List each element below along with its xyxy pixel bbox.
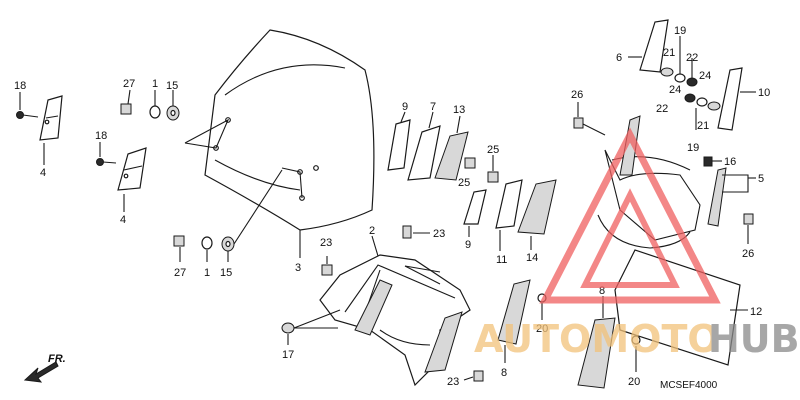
callout: 15 (166, 80, 178, 92)
watermark-triangle-icon (539, 127, 721, 304)
callout: 1 (204, 267, 210, 279)
callout: 24 (669, 84, 681, 96)
callout: 22 (686, 52, 698, 64)
callout: 20 (536, 323, 548, 335)
side-bracket-lower (117, 147, 147, 191)
callout: 13 (453, 104, 465, 116)
callout: 23 (447, 376, 459, 388)
callout: 24 (699, 70, 711, 82)
callout: 17 (282, 349, 294, 361)
watermark-text-right: HUB (708, 317, 800, 361)
fastener-set-lower (173, 169, 283, 262)
callout: 11 (496, 254, 507, 266)
stay-8-lower (577, 317, 616, 389)
callout: 27 (123, 78, 135, 90)
callout: 23 (320, 237, 332, 249)
bracket-group-lower (463, 155, 557, 251)
front-marker: FR. (48, 353, 66, 365)
watermark-text-left: AUTOMOTO (474, 317, 720, 361)
callout: 8 (501, 367, 507, 379)
callouts: 18 4 18 4 27 1 15 27 1 15 3 9 7 13 25 25… (14, 25, 770, 388)
callout: 6 (616, 52, 622, 64)
callout: 2 (369, 225, 375, 237)
callout: 12 (750, 306, 762, 318)
fastener-set-upper (120, 89, 180, 121)
screw-23-bottom (463, 370, 484, 382)
diagram-code: MCSEF4000 (660, 380, 718, 391)
callout: 10 (758, 87, 770, 99)
side-bracket-upper (39, 95, 63, 141)
callout: 14 (526, 252, 538, 264)
stay-8-upper (497, 279, 531, 345)
screw-23-left (321, 256, 333, 276)
screw-17 (281, 309, 341, 345)
lower-cowl (319, 235, 471, 387)
windscreen (204, 29, 375, 231)
bolt-26-left (573, 102, 606, 136)
mount-hardware (660, 36, 721, 130)
callout: 21 (663, 47, 675, 59)
upper-frame-stay (597, 115, 756, 249)
callout: 18 (95, 130, 107, 142)
front-arrow-icon (23, 361, 59, 383)
callout: 5 (758, 173, 764, 185)
screw-18a (16, 111, 39, 119)
mirror-mount-6 (639, 19, 669, 73)
callout: 23 (433, 228, 445, 240)
callout: 4 (40, 167, 46, 179)
panel-12 (614, 249, 741, 366)
callout: 4 (120, 214, 126, 226)
callout: 26 (742, 248, 754, 260)
callout: 9 (465, 239, 471, 251)
screw-18b (96, 158, 117, 166)
callout: 15 (220, 267, 232, 279)
callout: 19 (674, 25, 686, 37)
callout: 27 (174, 267, 186, 279)
callout: 22 (656, 103, 668, 115)
callout: 9 (402, 101, 408, 113)
callout: 26 (571, 89, 583, 101)
callout: 25 (458, 177, 470, 189)
callout: 25 (487, 144, 499, 156)
callout: 1 (152, 78, 158, 90)
watermark: AUTOMOTO HUB (474, 127, 800, 361)
mirror-mount-10 (717, 67, 743, 131)
callout: 19 (687, 142, 699, 154)
callout: 21 (697, 120, 709, 132)
callout: 16 (724, 156, 736, 168)
callout: 8 (599, 285, 605, 297)
bolt-26-right (743, 213, 754, 244)
callout: 18 (14, 80, 26, 92)
callout: 7 (430, 101, 436, 113)
bracket-group-upper (387, 111, 476, 181)
screw-23-top (402, 225, 430, 239)
callout: 3 (295, 262, 301, 274)
callout: 20 (628, 376, 640, 388)
